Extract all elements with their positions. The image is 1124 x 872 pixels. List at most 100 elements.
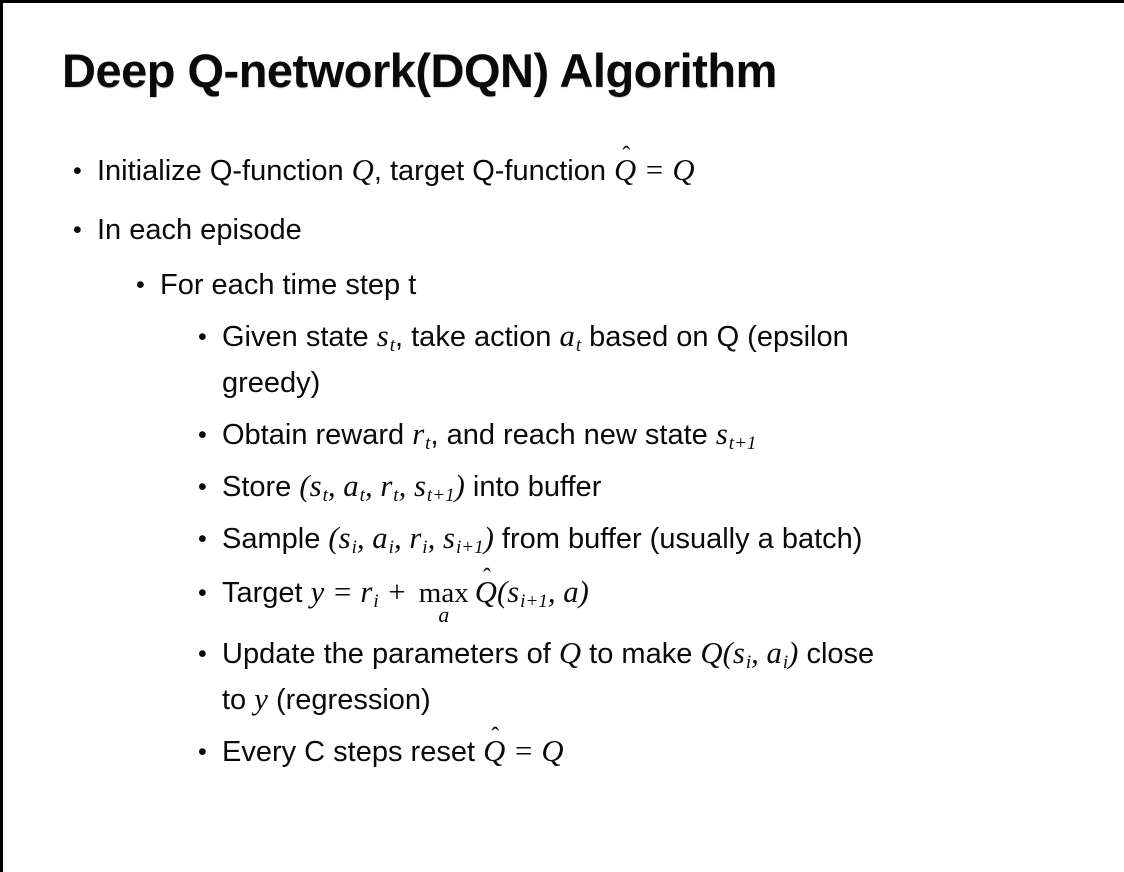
math-segment: , — [327, 469, 344, 503]
math-subscript: i — [351, 537, 357, 559]
bullet-icon: • — [198, 323, 207, 351]
math-segment: ri — [409, 521, 428, 559]
bullet-icon: • — [73, 216, 82, 244]
text-segment: into buffer — [464, 471, 602, 503]
math-segment: si+1 — [442, 521, 484, 559]
math-segment: ai — [766, 636, 789, 674]
math-segment: st — [376, 319, 396, 357]
text-segment: Sample — [222, 523, 329, 555]
text-segment: In each episode — [97, 214, 302, 246]
text-segment: For each time step t — [160, 269, 417, 301]
math-segment: + — [378, 575, 415, 609]
math-segment: Q — [351, 153, 374, 187]
math-segment: at — [559, 319, 582, 357]
bullet-item: • Sample (si, ai, ri, si+1) from buffer (… — [3, 516, 1124, 562]
text-segment: to make — [581, 638, 701, 670]
text-segment: , target Q-function — [373, 155, 615, 187]
math-segment: ( — [496, 575, 508, 609]
math-segment: y = — [310, 575, 361, 609]
math-subscript: i+1 — [455, 537, 484, 559]
bullet-item: • For each time step t — [3, 262, 1124, 308]
text-segment: Given state — [222, 321, 377, 353]
text-segment: Obtain reward — [222, 419, 413, 451]
max-label: max — [418, 577, 469, 609]
math-hat-segment: Q — [483, 736, 505, 767]
math-subscript: i — [388, 537, 394, 559]
math-segment: Q — [558, 636, 582, 670]
bullet-text: Obtain reward rt, and reach new state st… — [222, 412, 756, 458]
math-subscript: i+1 — [520, 591, 548, 613]
math-segment: , — [364, 469, 381, 503]
math-segment: si+1 — [507, 575, 548, 613]
math-segment: ) — [454, 469, 465, 503]
text-segment: greedy) — [222, 367, 321, 399]
math-segment: rt — [412, 417, 431, 455]
text-segment: Every C steps reset — [222, 736, 484, 768]
math-segment: , a) — [547, 575, 589, 609]
math-segment: ( — [328, 521, 339, 555]
max-underscript: a — [438, 603, 450, 627]
text-segment: (regression) — [267, 684, 431, 716]
bullet-icon: • — [198, 738, 207, 766]
bullet-item: • Initialize Q-function Q, target Q-funct… — [3, 148, 1124, 194]
math-segment: ) — [788, 636, 799, 670]
math-subscript: t — [425, 433, 431, 455]
bullet-text: Initialize Q-function Q, target Q-functi… — [97, 148, 695, 194]
text-segment: to — [222, 684, 255, 716]
bullet-icon: • — [198, 525, 207, 553]
math-segment: y — [254, 682, 268, 716]
bullet-text: Every C steps reset Q = Q — [222, 729, 564, 775]
bullet-icon: • — [136, 271, 145, 299]
bullet-icon: • — [198, 473, 207, 501]
math-segment: , — [356, 521, 373, 555]
math-subscript: t — [359, 485, 365, 507]
math-segment: , — [751, 636, 767, 670]
text-segment: Store — [222, 471, 300, 503]
math-segment: ) — [483, 521, 494, 555]
math-subscript: i — [373, 591, 379, 613]
text-segment: Target — [222, 577, 311, 609]
math-segment: = Q — [505, 734, 564, 768]
math-segment: si — [338, 521, 357, 559]
bullet-text: Store (st, at, rt, st+1) into buffer — [222, 464, 601, 510]
bullet-text: Sample (si, ai, ri, si+1) from buffer (u… — [222, 516, 862, 562]
text-segment: Update the parameters of — [222, 638, 559, 670]
math-segment: Q( — [700, 636, 733, 670]
math-subscript: i — [782, 652, 789, 674]
bullet-item: •Target y = ri + maxaQ(si+1, a) — [3, 570, 1124, 626]
math-subscript: t — [393, 485, 399, 507]
math-segment: st+1 — [413, 469, 455, 507]
bullet-list: •Initialize Q-function Q, target Q-funct… — [3, 148, 1124, 781]
math-segment: ai — [372, 521, 394, 559]
bullet-item: • Store (st, at, rt, st+1) into buffer — [3, 464, 1124, 510]
math-subscript: t+1 — [426, 485, 455, 507]
text-segment: , and reach new state — [430, 419, 716, 451]
math-subscript: t — [322, 485, 328, 507]
bullet-icon: • — [198, 421, 207, 449]
text-segment: Initialize Q-function — [97, 155, 352, 187]
math-segment: = Q — [636, 153, 695, 187]
math-segment: si — [732, 636, 752, 674]
bullet-item: • Update the parameters of Q to make Q(si… — [3, 631, 1124, 723]
bullet-item: • Every C steps reset Q = Q — [3, 729, 1124, 775]
text-segment: , take action — [395, 321, 560, 353]
math-segment: , — [393, 521, 410, 555]
math-segment: st+1 — [715, 417, 757, 455]
bullet-text: In each episode — [97, 207, 302, 253]
math-segment: , — [427, 521, 443, 555]
bullet-icon: • — [198, 579, 207, 607]
text-segment: based on Q (epsilon — [581, 321, 849, 353]
bullet-item: • In each episode — [3, 207, 1124, 253]
math-segment: at — [343, 469, 365, 507]
bullet-text: Given state st, take action at based on … — [222, 314, 849, 406]
math-subscript: t+1 — [728, 433, 757, 455]
math-segment: ri — [360, 575, 379, 613]
bullet-icon: • — [73, 157, 82, 185]
math-segment: rt — [380, 469, 399, 507]
bullet-icon: • — [198, 640, 207, 668]
math-segment: , — [398, 469, 414, 503]
slide-title: Deep Q-network(DQN) Algorithm — [62, 44, 777, 97]
text-segment: from buffer (usually a batch) — [493, 523, 863, 555]
